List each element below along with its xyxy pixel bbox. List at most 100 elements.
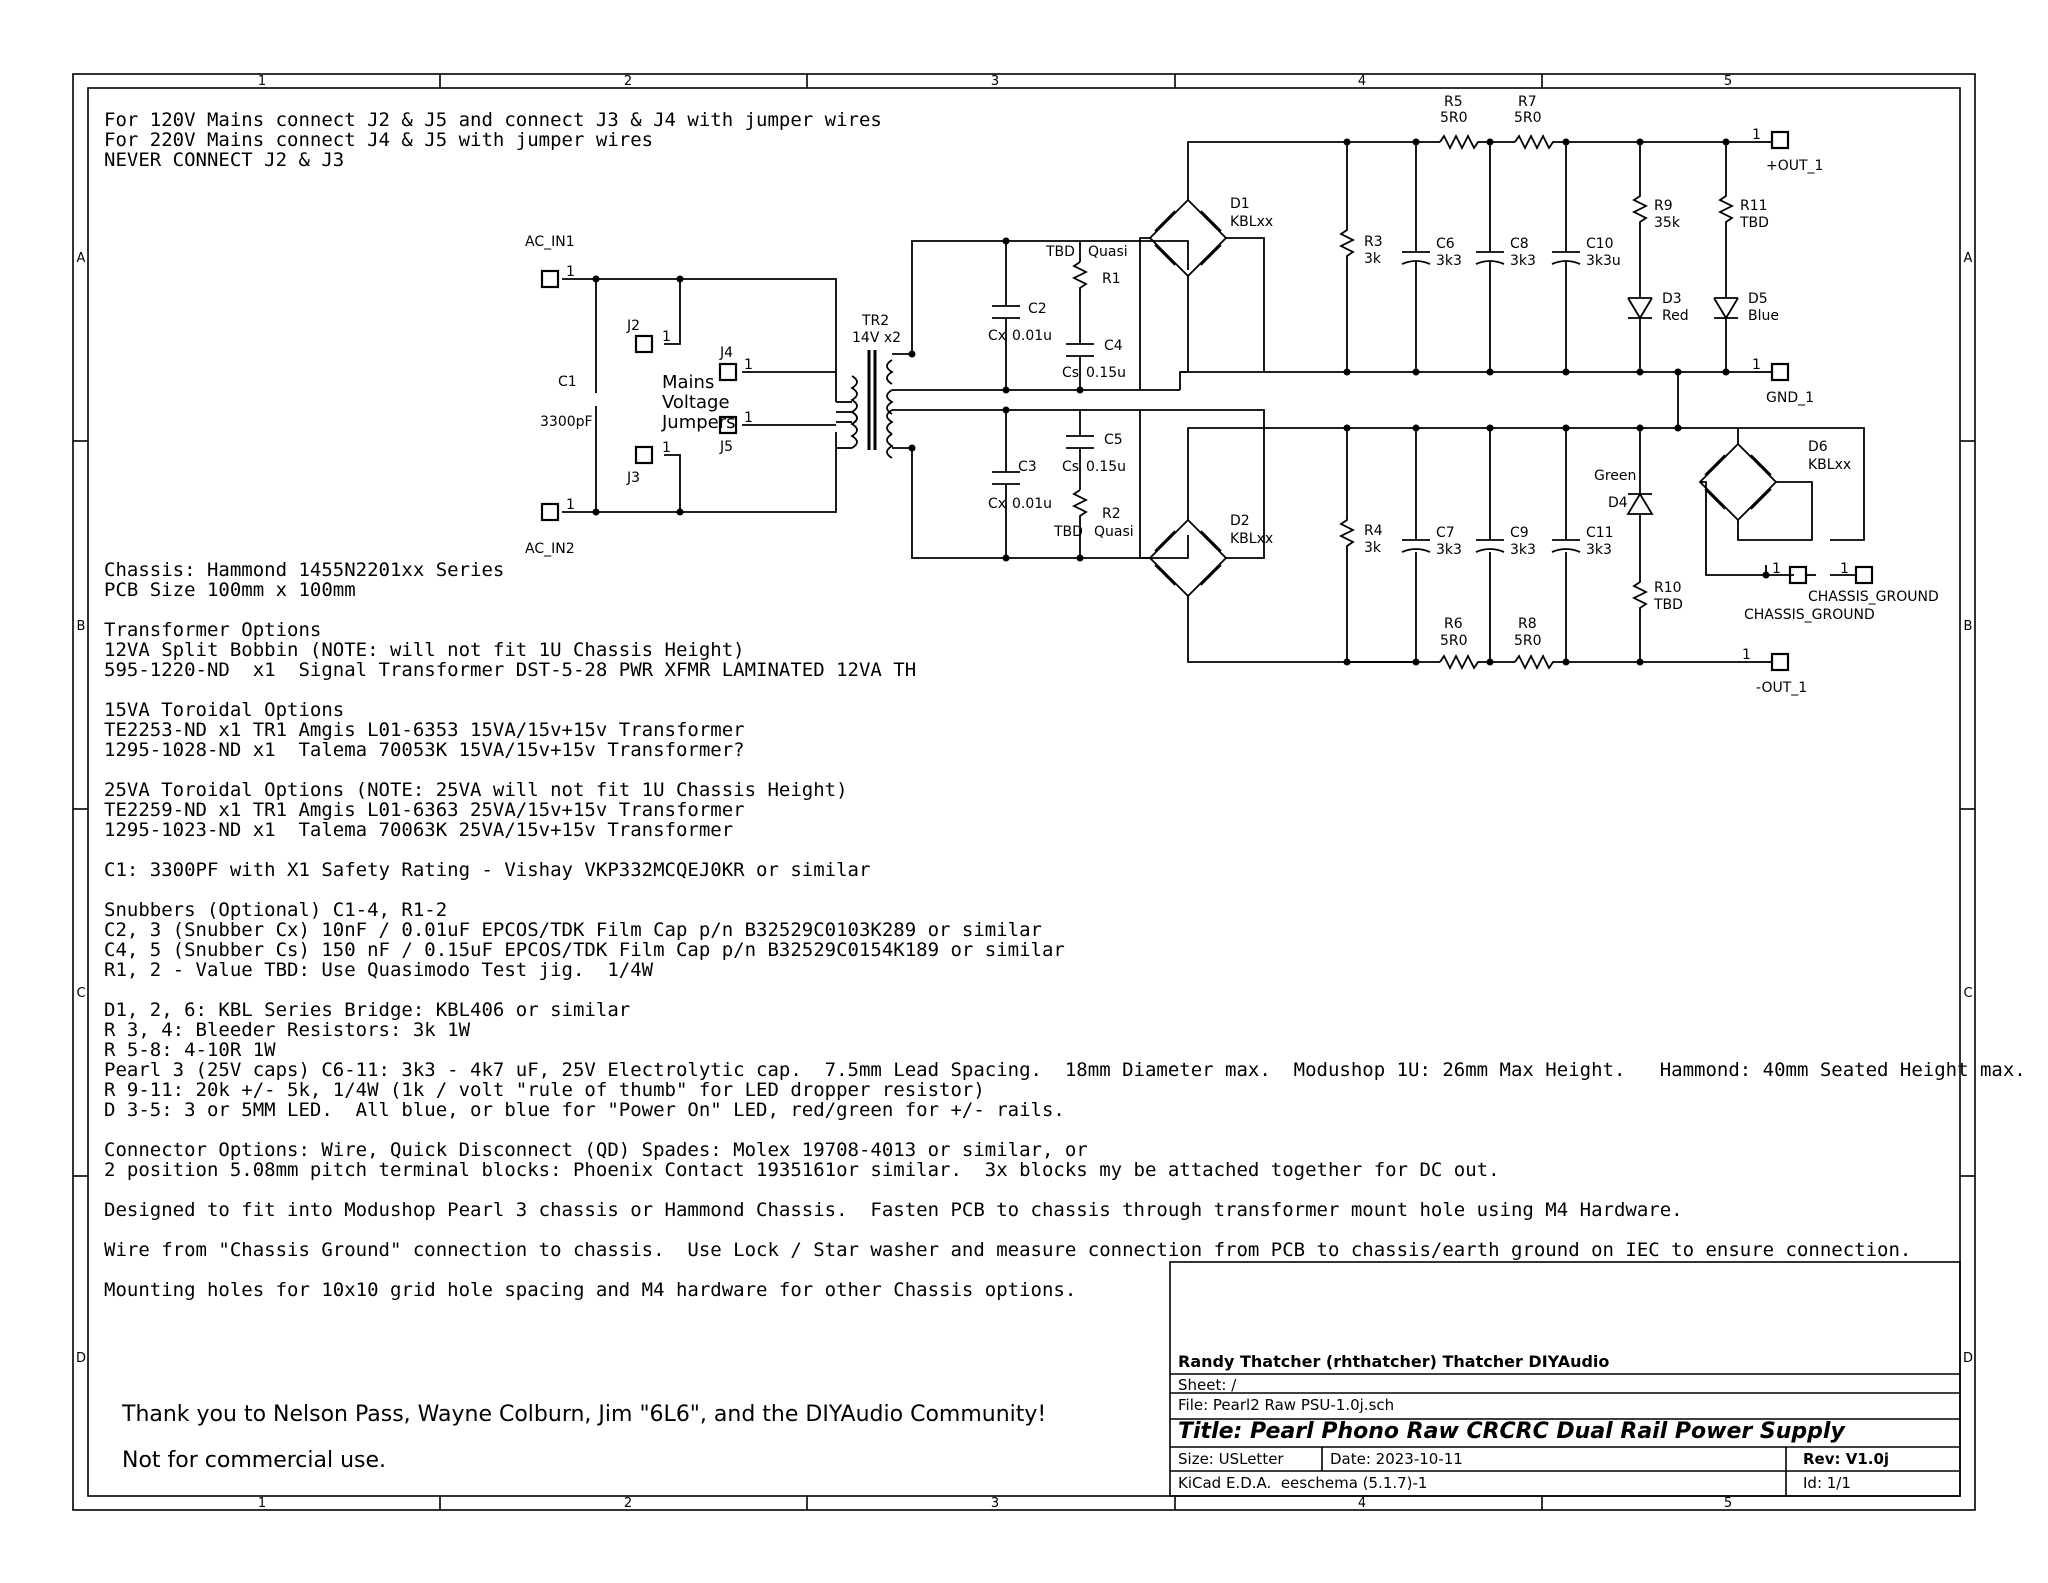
note-line: Connector Options: Wire, Quick Disconnec… (104, 1139, 1088, 1161)
note-line: Mounting holes for 10x10 grid hole spaci… (104, 1279, 1077, 1301)
component-value: KBLxx (1808, 457, 1851, 473)
component-field: Cs (1062, 459, 1079, 475)
component-value: TBD (1653, 597, 1683, 613)
port-label: AC_IN2 (525, 541, 575, 557)
component-field: Cs (1062, 365, 1079, 381)
transformer-tr2-symbol (850, 350, 894, 459)
note-line: R 3, 4: Bleeder Resistors: 3k 1W (104, 1019, 471, 1041)
title-block-company: Randy Thatcher (rhthatcher) Thatcher DIY… (1178, 1352, 1610, 1371)
note-line: Transformer Options (104, 619, 322, 641)
note-line: TE2259-ND x1 TR1 Amgis L01-6363 25VA/15v… (104, 799, 745, 821)
junction-dots (592, 138, 1770, 666)
header-note: NEVER CONNECT J2 & J3 (104, 149, 345, 171)
jumper-label: J2 (626, 318, 640, 334)
component-value: 5R0 (1440, 633, 1468, 649)
column-label: 2 (624, 74, 632, 89)
port-label: CHASSIS_GROUND (1808, 589, 1939, 605)
component-ref: R5 (1444, 94, 1463, 110)
component-ref: D4 (1608, 495, 1628, 511)
component-ref: D2 (1230, 513, 1250, 529)
row-label: A (1964, 251, 1973, 266)
column-label: 4 (1358, 74, 1366, 89)
lower-caps (1401, 428, 1581, 662)
jumper-label: J3 (626, 470, 640, 486)
column-label: 2 (624, 1496, 632, 1511)
component-value: TBD (1053, 524, 1083, 540)
component-value: 3300pF (540, 414, 593, 430)
note-line: 15VA Toroidal Options (104, 699, 345, 721)
jumper-label: J4 (719, 345, 733, 361)
bridge-d1-symbol (1139, 141, 1347, 390)
note-line: D1, 2, 6: KBL Series Bridge: KBL406 or s… (104, 999, 631, 1021)
component-ref: D5 (1748, 291, 1768, 307)
header-note: For 120V Mains connect J2 & J5 and conne… (104, 109, 882, 131)
note-line: C1: 3300PF with X1 Safety Rating - Visha… (104, 859, 871, 881)
note-line: Snubbers (Optional) C1-4, R1-2 (104, 899, 448, 921)
pin-number: 1 (1752, 357, 1761, 373)
component-value: 3k3 (1586, 542, 1612, 558)
mains-label: Voltage (662, 392, 730, 413)
component-ref: R10 (1654, 580, 1682, 596)
sec-bot-wire (892, 447, 1189, 559)
upper-caps (1401, 142, 1581, 372)
column-label: 3 (991, 74, 999, 89)
component-ref: D6 (1808, 439, 1828, 455)
note-line: Designed to fit into Modushop Pearl 3 ch… (104, 1199, 1683, 1221)
title-block-file: File: Pearl2 Raw PSU-1.0j.sch (1178, 1396, 1395, 1414)
port-label: -OUT_1 (1756, 680, 1807, 696)
port-label: +OUT_1 (1766, 158, 1823, 174)
port-label: GND_1 (1766, 390, 1814, 406)
column-label: 5 (1724, 1496, 1732, 1511)
component-field: Quasi (1094, 524, 1134, 540)
note-line: Chassis: Hammond 1455N2201xx Series (104, 559, 505, 581)
component-ref: C1 (558, 374, 577, 390)
component-value: 3k3 (1436, 542, 1462, 558)
component-value: TBD (1045, 244, 1075, 260)
component-value: 3k3 (1510, 253, 1536, 269)
component-ref: C8 (1510, 236, 1529, 252)
component-value: 5R0 (1514, 110, 1542, 126)
title-block-frame (1169, 1261, 1961, 1497)
component-value: KBLxx (1230, 531, 1273, 547)
note-line: D 3-5: 3 or 5MM LED. All blue, or blue f… (104, 1099, 1065, 1121)
pin-number: 1 (1772, 561, 1781, 577)
pin-number: 1 (662, 440, 671, 456)
column-label: 5 (1724, 74, 1732, 89)
pin-number: 1 (662, 329, 671, 345)
component-ref: C6 (1436, 236, 1455, 252)
component-ref: R11 (1740, 198, 1768, 214)
title-block-title: Title: Pearl Phono Raw CRCRC Dual Rail P… (1178, 1419, 1845, 1444)
note-line: 25VA Toroidal Options (NOTE: 25VA will n… (104, 779, 848, 801)
note-line: 595-1220-ND x1 Signal Transformer DST-5-… (104, 659, 917, 681)
note-line: Wire from "Chassis Ground" connection to… (104, 1239, 1912, 1261)
title-block-sheet: Sheet: / (1178, 1376, 1237, 1394)
component-ref: C4 (1104, 338, 1123, 354)
transformer-value: 14V x2 (852, 330, 901, 346)
component-value: Red (1662, 308, 1689, 324)
component-value: 3k3u (1586, 253, 1621, 269)
component-value: Blue (1748, 308, 1779, 324)
note-line: C4, 5 (Snubber Cs) 150 nF / 0.15uF EPCOS… (104, 939, 1065, 961)
note-line: TE2253-ND x1 TR1 Amgis L01-6353 15VA/15v… (104, 719, 745, 741)
component-value: 5R0 (1514, 633, 1542, 649)
note-line: 12VA Split Bobbin (NOTE: will not fit 1U… (104, 639, 745, 661)
schematic (540, 130, 1874, 672)
component-value: 0.01u (1012, 328, 1052, 344)
title-block-rev: Rev: V1.0j (1803, 1450, 1890, 1468)
j2-wire (664, 279, 681, 345)
component-value: 3k (1364, 251, 1382, 267)
row-label: C (76, 986, 85, 1001)
title-block-id: Id: 1/1 (1803, 1474, 1851, 1492)
port-label: CHASSIS_GROUND (1744, 607, 1875, 623)
component-ref: C7 (1436, 525, 1455, 541)
pin-number: 1 (566, 264, 575, 280)
component-ref: D3 (1662, 291, 1682, 307)
pin-number: 1 (1742, 647, 1751, 663)
component-value: 35k (1654, 215, 1681, 231)
commercial-note: Not for commercial use. (122, 1448, 387, 1473)
lower-rail-top (1347, 427, 1865, 541)
component-ref: D1 (1230, 196, 1250, 212)
note-line: 1295-1028-ND x1 Talema 70053K 15VA/15v+1… (104, 739, 745, 761)
component-field: Quasi (1088, 244, 1128, 260)
jumper-label: J5 (719, 439, 733, 455)
